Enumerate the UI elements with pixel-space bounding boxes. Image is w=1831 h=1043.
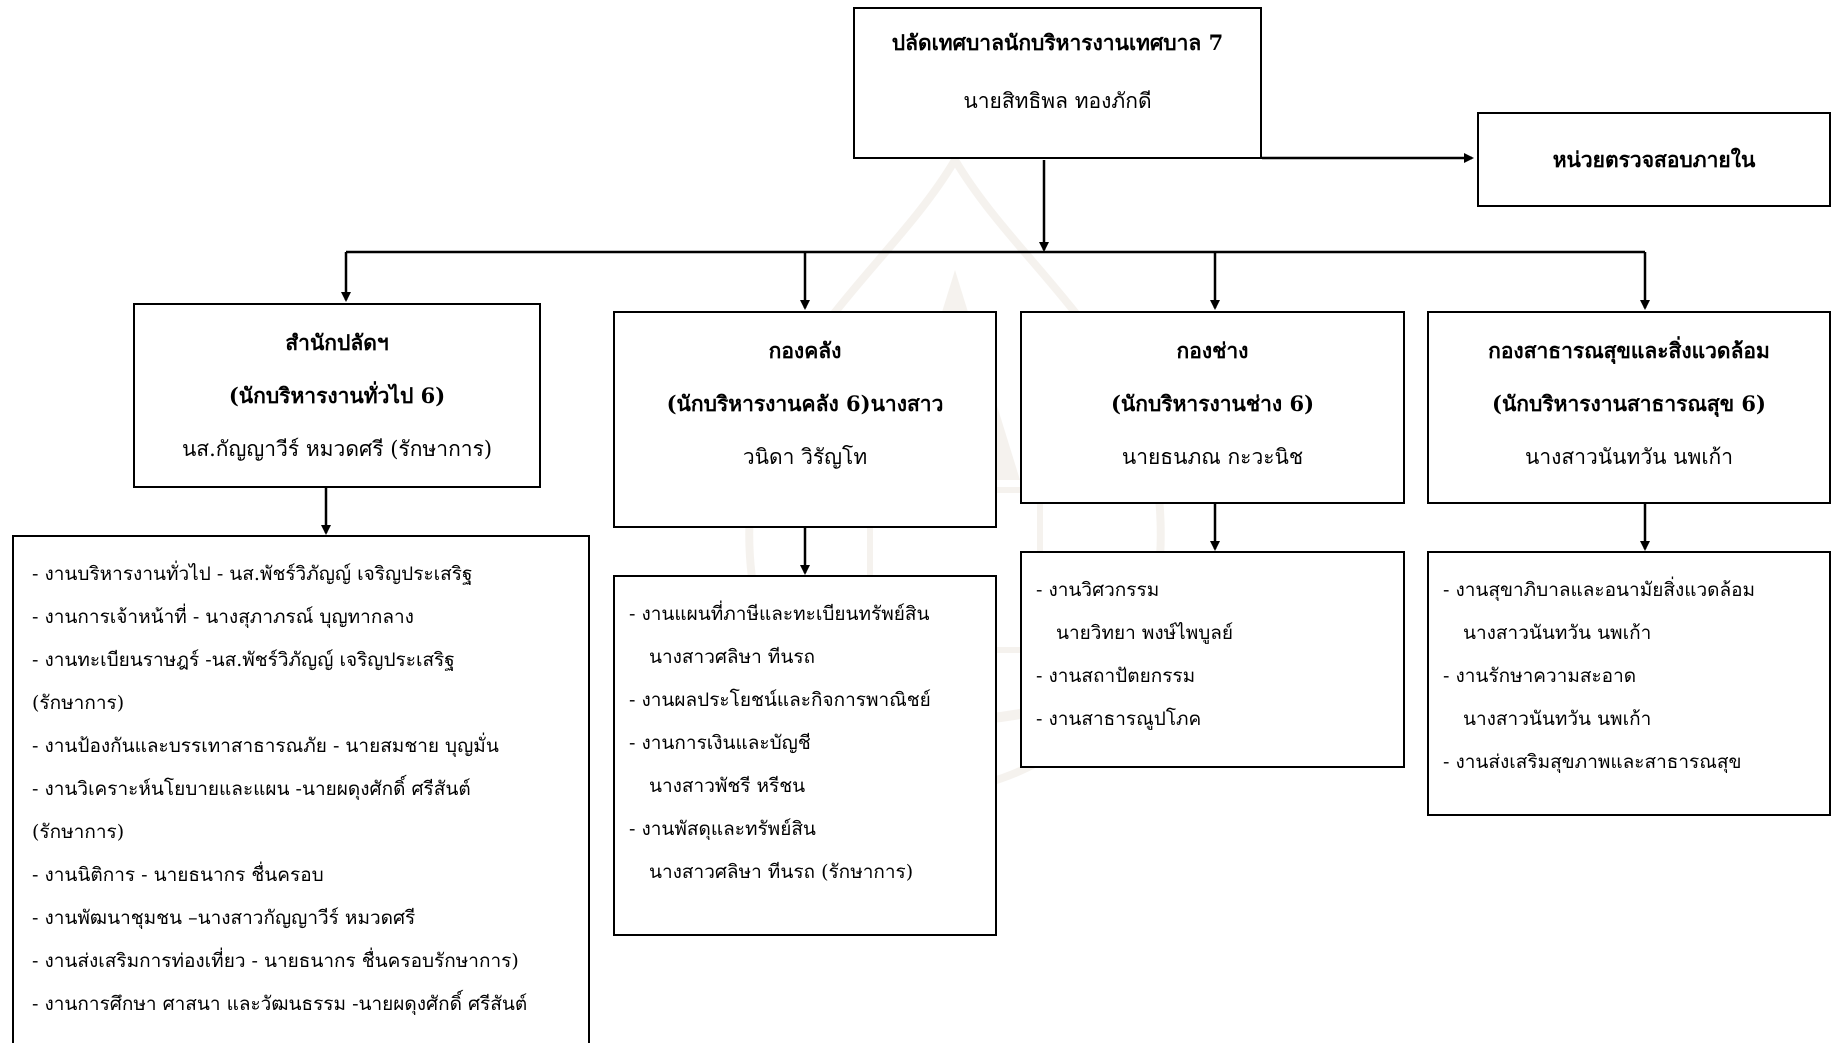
task-item: - งานพัฒนาชุมชน –นางสาวกัญญาวีร์ หมวดศรี bbox=[32, 907, 416, 929]
task-item: นายวิทยา พงษ์ไพบูลย์ bbox=[1056, 622, 1234, 644]
task-item: - งานการเจ้าหน้าที่ - นางสุภาภรณ์ บุญทาก… bbox=[32, 606, 414, 628]
task-item: - งานทะเบียนราษฎร์ -นส.พัชร์วิภัญญ์ เจริ… bbox=[32, 649, 455, 671]
task-item: - งานการศึกษา ศาสนา และวัฒนธรรม -นายผดุง… bbox=[32, 993, 528, 1015]
division-box-office: สำนักปลัดฯ (นักบริหารงานทั่วไป 6) นส.กัญ… bbox=[133, 303, 541, 488]
division-head-name: นส.กัญญาวีร์ หมวดศรี (รักษาการ) bbox=[181, 437, 493, 461]
division-title: สำนักปลัดฯ bbox=[285, 330, 389, 355]
task-item: นางสาวศลิษา ทีนรถ (รักษาการ) bbox=[649, 861, 914, 883]
division-position: (นักบริหารงานช่าง 6) bbox=[1110, 391, 1315, 416]
task-item: นางสาวศลิษา ทีนรถ bbox=[649, 646, 816, 668]
top-name: นายสิทธิพล ทองภักดี bbox=[963, 89, 1152, 113]
task-item: - งานสาธารณูปโภค bbox=[1036, 708, 1202, 730]
tasks-box-engineering: - งานวิศวกรรม นายวิทยา พงษ์ไพบูลย์ - งาน… bbox=[1020, 551, 1405, 768]
task-item: (รักษาการ) bbox=[32, 692, 125, 714]
task-item: - งานแผนที่ภาษีและทะเบียนทรัพย์สิน bbox=[629, 603, 930, 625]
division-title: กองช่าง bbox=[1176, 338, 1249, 363]
division-head-name: นายธนภณ กะวะนิช bbox=[1121, 445, 1304, 469]
tasks-box-office: - งานบริหารงานทั่วไป - นส.พัชร์วิภัญญ์ เ… bbox=[12, 535, 590, 1043]
division-title: กองสาธารณสุขและสิ่งแวดล้อม bbox=[1488, 338, 1770, 363]
task-item: นางสาวนันทวัน นพเก้า bbox=[1463, 622, 1652, 644]
division-position: (นักบริหารงานสาธารณสุข 6) bbox=[1492, 391, 1766, 416]
division-box-engineering: กองช่าง (นักบริหารงานช่าง 6) นายธนภณ กะว… bbox=[1020, 311, 1405, 504]
tasks-box-health: - งานสุขาภิบาลและอนามัยสิ่งแวดล้อม นางสา… bbox=[1427, 551, 1831, 816]
division-box-finance: กองคลัง (นักบริหารงานคลัง 6)นางสาว วนิดา… bbox=[613, 311, 997, 528]
task-item: - งานวิศวกรรม bbox=[1036, 579, 1160, 601]
audit-unit-box: หน่วยตรวจสอบภายใน bbox=[1477, 112, 1831, 207]
tasks-box-finance: - งานแผนที่ภาษีและทะเบียนทรัพย์สิน นางสา… bbox=[613, 575, 997, 936]
task-item: - งานบริหารงานทั่วไป - นส.พัชร์วิภัญญ์ เ… bbox=[32, 563, 473, 585]
task-item: - งานผลประโยชน์และกิจการพาณิชย์ bbox=[629, 689, 931, 711]
division-head-name: วนิดา วิรัญโท bbox=[742, 445, 868, 469]
task-item: นางสาวพัชรี หรีชน bbox=[649, 775, 806, 797]
task-item: - งานพัสดุและทรัพย์สิน bbox=[629, 818, 816, 840]
task-item: - งานส่งเสริมการท่องเที่ยว - นายธนากร ชื… bbox=[32, 950, 519, 972]
top-title: ปลัดเทศบาลนักบริหารงานเทศบาล 7 bbox=[891, 30, 1224, 55]
division-head-name: นางสาวนันทวัน นพเก้า bbox=[1524, 445, 1734, 469]
top-executive-box: ปลัดเทศบาลนักบริหารงานเทศบาล 7 นายสิทธิพ… bbox=[853, 7, 1262, 159]
division-position: (นักบริหารงานคลัง 6)นางสาว bbox=[666, 391, 944, 416]
task-item: - งานรักษาความสะอาด bbox=[1443, 665, 1637, 687]
task-item: - งานวิเคราะห์นโยบายและแผน -นายผดุงศักดิ… bbox=[32, 778, 471, 800]
audit-title: หน่วยตรวจสอบภายใน bbox=[1552, 147, 1756, 172]
task-item: - งานสุขาภิบาลและอนามัยสิ่งแวดล้อม bbox=[1443, 579, 1756, 601]
division-title: กองคลัง bbox=[768, 338, 842, 363]
task-item: นางสาวนันทวัน นพเก้า bbox=[1463, 708, 1652, 730]
task-item: - งานนิติการ - นายธนากร ชื่นครอบ bbox=[32, 864, 324, 886]
division-position: (นักบริหารงานทั่วไป 6) bbox=[228, 383, 446, 408]
task-item: - งานป้องกันและบรรเทาสาธารณภัย - นายสมชา… bbox=[32, 735, 499, 757]
task-item: - งานส่งเสริมสุขภาพและสาธารณสุข bbox=[1443, 751, 1742, 773]
task-item: - งานสถาปัตยกรรม bbox=[1036, 665, 1196, 687]
task-item: - งานการเงินและบัญชี bbox=[629, 732, 811, 754]
division-box-health: กองสาธารณสุขและสิ่งแวดล้อม (นักบริหารงาน… bbox=[1427, 311, 1831, 504]
task-item: (รักษาการ) bbox=[32, 821, 125, 843]
